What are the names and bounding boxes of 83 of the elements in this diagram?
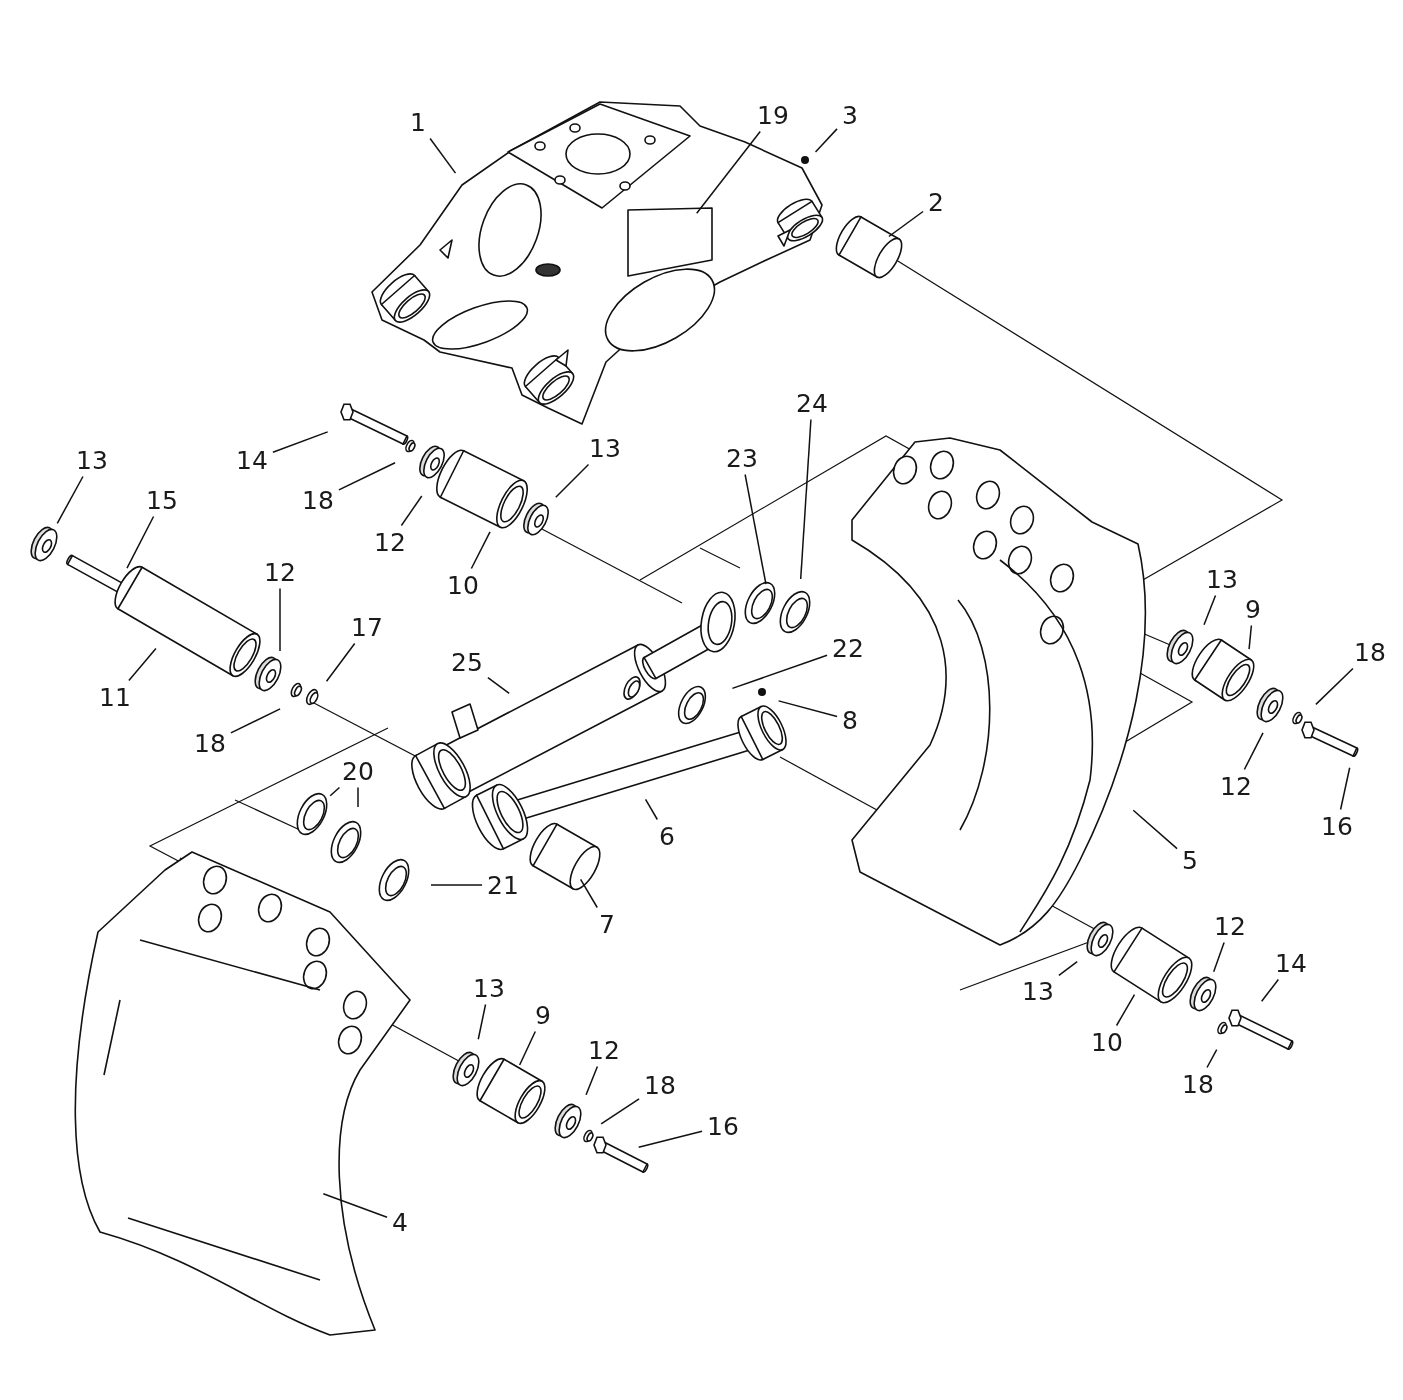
- callout-number: 16: [705, 1112, 741, 1140]
- callout-number: 1: [408, 108, 428, 136]
- callout-number: 8: [840, 706, 860, 734]
- leader-line: [430, 884, 483, 886]
- leader-line: [814, 128, 838, 153]
- leader-line: [1203, 594, 1217, 626]
- callout-number: 9: [533, 1001, 553, 1029]
- callout-number: 13: [1204, 565, 1240, 593]
- callout-number: 6: [657, 822, 677, 850]
- callout-number: 18: [300, 486, 336, 514]
- callout-number: 18: [1180, 1070, 1216, 1098]
- leader-line: [1206, 1048, 1218, 1069]
- leader-line: [579, 878, 598, 909]
- callout-number: 4: [390, 1208, 410, 1236]
- callout-number: 24: [794, 389, 830, 417]
- callout-number: 19: [755, 101, 791, 129]
- callout-number: 11: [97, 683, 133, 711]
- callout-number: 18: [192, 729, 228, 757]
- leader-line: [1315, 667, 1354, 706]
- leader-line: [329, 786, 341, 797]
- leader-line: [1132, 809, 1178, 850]
- callout-number: 12: [262, 558, 298, 586]
- callout-number: 2: [926, 188, 946, 216]
- leader-line: [1058, 960, 1078, 977]
- leader-line: [1339, 767, 1351, 811]
- callout-number: 13: [74, 446, 110, 474]
- leader-line: [799, 418, 812, 580]
- callout-number: 14: [1273, 949, 1309, 977]
- leader-line: [1115, 993, 1136, 1027]
- callout-number: 16: [1319, 812, 1355, 840]
- callout-number: 22: [830, 634, 866, 662]
- callout-number: 12: [586, 1036, 622, 1064]
- callout-number: 17: [349, 613, 385, 641]
- callout-number: 12: [372, 528, 408, 556]
- callout-number: 18: [1352, 638, 1388, 666]
- callout-number: 14: [234, 446, 270, 474]
- callout-number: 3: [840, 101, 860, 129]
- leader-line: [400, 495, 423, 527]
- leader-line: [470, 531, 491, 570]
- callout-number: 5: [1180, 846, 1200, 874]
- callout-number: 20: [340, 757, 376, 785]
- leader-line: [1260, 978, 1280, 1002]
- leader-line: [230, 708, 281, 734]
- leader-line: [128, 647, 157, 682]
- leader-line: [555, 463, 590, 498]
- leader-line: [338, 462, 396, 491]
- callout-number: 9: [1243, 595, 1263, 623]
- leader-line: [56, 475, 84, 525]
- leader-line: [357, 786, 359, 808]
- leader-line: [272, 431, 329, 453]
- callout-number: 18: [642, 1071, 678, 1099]
- callout-number: 12: [1212, 912, 1248, 940]
- leader-line: [325, 642, 356, 682]
- leader-line: [777, 700, 838, 718]
- callout-number: 23: [724, 444, 760, 472]
- callout-number: 13: [1020, 977, 1056, 1005]
- leader-line: [637, 1130, 703, 1149]
- leader-line: [477, 1003, 487, 1040]
- leader-line: [518, 1030, 537, 1066]
- leader-line: [279, 587, 281, 652]
- callout-number: 25: [449, 648, 485, 676]
- callout-number: 10: [1089, 1028, 1125, 1056]
- callout-number: 15: [144, 486, 180, 514]
- leader-line: [487, 676, 510, 695]
- leader-line: [585, 1065, 599, 1096]
- callout-number: 10: [445, 571, 481, 599]
- callout-number: 7: [597, 910, 617, 938]
- leader-line: [744, 473, 767, 585]
- leader-line: [1212, 941, 1225, 973]
- leader-line: [600, 1098, 640, 1125]
- leader-line: [888, 210, 924, 238]
- callout-number: 21: [485, 871, 521, 899]
- leader-line: [731, 654, 828, 690]
- leader-line: [696, 130, 761, 215]
- leader-line: [429, 137, 457, 174]
- leader-line: [126, 515, 155, 569]
- leader-line: [644, 798, 659, 821]
- leader-line: [1243, 732, 1264, 771]
- leader-line: [322, 1193, 388, 1218]
- callout-number: 12: [1218, 772, 1254, 800]
- callout-number: 13: [587, 434, 623, 462]
- leader-line: [1248, 624, 1253, 650]
- callout-number: 13: [471, 974, 507, 1002]
